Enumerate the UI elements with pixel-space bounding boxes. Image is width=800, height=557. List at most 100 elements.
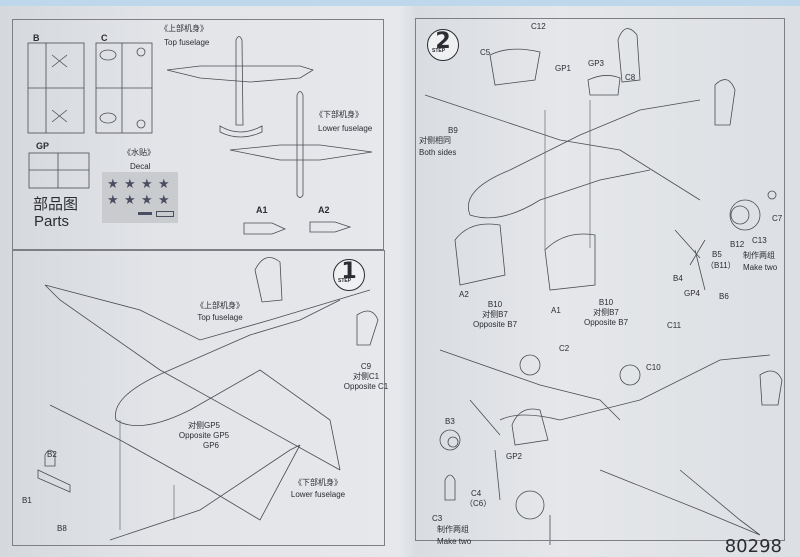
sprue-b-propellers: [51, 54, 68, 123]
step2-b9-both-cn: 对侧相同: [419, 136, 451, 145]
step2-a1: A1: [551, 306, 561, 315]
step1-wing-leading: [44, 284, 371, 341]
step2-make-two2-cn: 制作两组: [437, 525, 469, 534]
step2-c6: （C6）: [465, 499, 492, 508]
lower-fuselage-en: Lower fuselage: [318, 124, 373, 133]
step2-lower-wing-left: [439, 349, 621, 421]
step1-number: 1: [341, 259, 357, 284]
step1-gp6: GP6: [202, 441, 220, 450]
decal-star: ★: [158, 176, 170, 191]
step2-word: STEP: [432, 48, 446, 54]
step1-rudder: [356, 310, 379, 346]
parts-title-en: Parts: [34, 213, 70, 230]
step2-fuselage: [468, 99, 701, 216]
step2-wheel-left: [519, 354, 541, 376]
step2-panel: [415, 18, 785, 541]
step2-number: 2: [435, 29, 451, 54]
step2-engine-c13: [729, 199, 761, 231]
step2-b12: B12: [730, 240, 745, 249]
step2-nacelle-a2: [454, 223, 506, 286]
step1-b2: [44, 449, 56, 467]
step1-lower-fuselage: [49, 404, 301, 521]
step1-gp5-cn: 对侧GP5: [187, 421, 221, 430]
step2-propeller: [674, 229, 706, 291]
step1-b8: [37, 469, 71, 493]
decal-star: ★: [107, 176, 119, 191]
top-fuselage-body: [235, 36, 244, 126]
top-fuselage-cn: 《上部机身》: [160, 24, 208, 33]
step2-make-two2-en: Make two: [437, 537, 472, 546]
step2-gp2: GP2: [506, 452, 523, 461]
step2-gp3: GP3: [588, 59, 605, 68]
step2-strut-c4: [444, 474, 456, 501]
part-a2-label: A2: [318, 205, 330, 215]
step1-word: STEP: [338, 278, 352, 284]
step1-fuselage-top: [115, 299, 341, 421]
step2-c11: C11: [667, 321, 682, 330]
step1-b8: B8: [57, 524, 67, 533]
step2-gp4: GP4: [684, 289, 701, 298]
decal-en: Decal: [130, 162, 151, 171]
lower-fuselage-wings: [229, 144, 373, 161]
step1-tail-fin: [254, 257, 283, 303]
step2-b10-right: B10: [598, 298, 614, 307]
step2-lower-tail: [759, 370, 783, 406]
step2-make-two-en: Make two: [743, 263, 778, 272]
part-a1-drawing: [243, 222, 287, 235]
sprue-label-gp: GP: [36, 141, 50, 151]
step2-b10-left: B10: [487, 300, 503, 309]
lower-fuselage-cn: 《下部机身》: [315, 110, 363, 119]
step2-nacelle-a1: [544, 233, 596, 291]
step2-a2: A2: [459, 290, 469, 299]
step1-top-fuselage-en: Top fuselage: [197, 313, 243, 322]
sprue-label-b: B: [33, 33, 40, 43]
step2-c13: C13: [752, 236, 767, 245]
step1-panel: [12, 250, 385, 546]
decal-star: ★: [124, 192, 136, 207]
step1-badge: 1 STEP: [333, 259, 365, 291]
decal-sheet: ★ ★ ★ ★ ★ ★ ★ ★: [102, 172, 178, 223]
step2-c10: C10: [646, 363, 661, 372]
step2-c3: C3: [432, 514, 443, 523]
step1-b1: B1: [22, 496, 32, 505]
decal-cn: 《水贴》: [123, 148, 155, 157]
part-a1-label: A1: [256, 205, 268, 215]
top-fuselage-wings: [166, 65, 314, 83]
decal-stripe: [138, 212, 152, 215]
step2-c7: C7: [772, 214, 783, 223]
step2-b4: B4: [673, 274, 683, 283]
step2-b5: B5: [712, 250, 722, 259]
step1-c9-opposite-cn: 对侧C1: [352, 372, 380, 381]
step2-b10-left-cn: 对侧B7: [482, 310, 508, 319]
decal-star: ★: [141, 176, 153, 191]
step1-top-fuselage-cn: 《上部机身》: [196, 301, 244, 310]
step1-lower-fuselage-en: Lower fuselage: [290, 490, 346, 499]
part-a2-drawing: [309, 221, 352, 233]
decal-star: ★: [107, 192, 119, 207]
top-fuselage-en: Top fuselage: [164, 38, 210, 47]
step2-b9: B9: [448, 126, 458, 135]
step1-lower-fuselage-cn: 《下部机身》: [294, 478, 342, 487]
step2-b10-right-cn: 对侧B7: [593, 308, 619, 317]
decal-star: ★: [158, 192, 170, 207]
step2-b10-right-en: Opposite B7: [583, 318, 629, 327]
step2-c12: C12: [531, 22, 546, 31]
decal-panel: [156, 211, 174, 217]
step2-lower-wing-right: [599, 469, 761, 536]
step2-lower-fuselage: [499, 354, 771, 421]
step2-gp1: GP1: [555, 64, 572, 73]
step2-b10-left-en: Opposite B7: [472, 320, 518, 329]
step2-c7: [767, 190, 777, 200]
step2-c4: C4: [471, 489, 482, 498]
step2-wheel-b3: [439, 429, 461, 451]
parts-title-cn: 部品图: [33, 196, 79, 213]
step2-b11: （B11）: [706, 261, 736, 270]
step2-gp3: [587, 75, 621, 96]
step2-c5: C5: [480, 48, 491, 57]
step2-make-two-cn: 制作两组: [743, 251, 775, 260]
step2-c8: C8: [625, 73, 636, 82]
step2-b9-both-en: Both sides: [419, 148, 457, 157]
step2-c2: C2: [559, 344, 570, 353]
